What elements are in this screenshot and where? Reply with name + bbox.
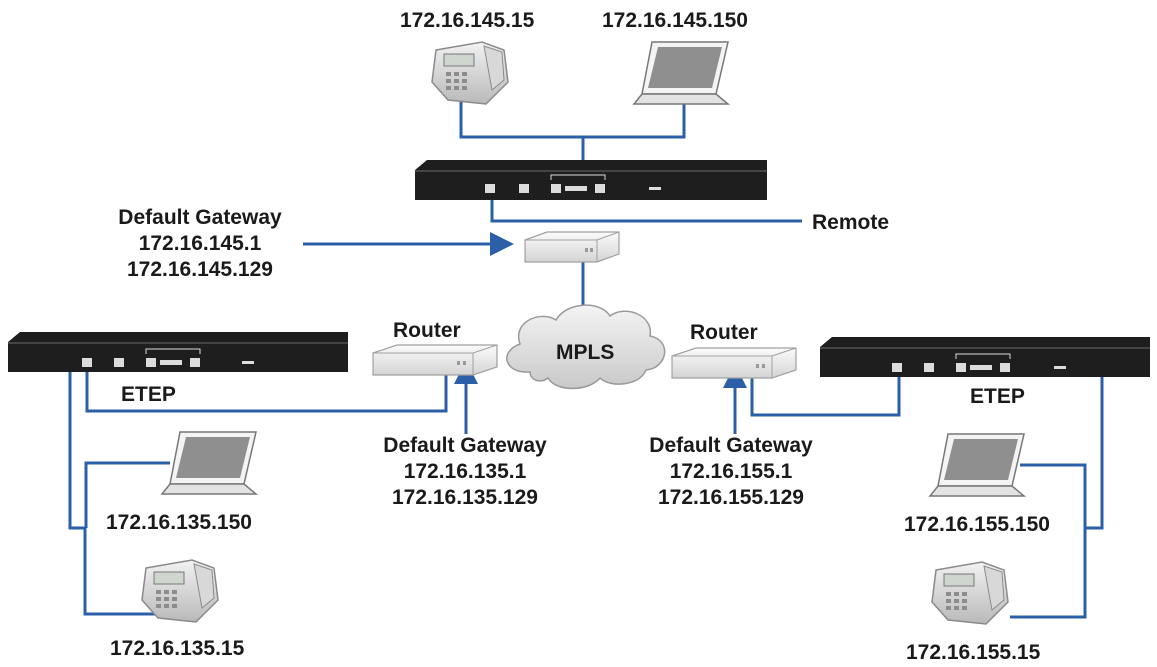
right-gateway-ip1: 172.16.155.1 <box>669 460 793 483</box>
remote-gateway-ip1: 172.16.145.1 <box>138 232 262 255</box>
left-router-label: Router <box>393 319 461 342</box>
router-icon-right <box>671 347 797 379</box>
left-etep-router-link <box>85 366 448 413</box>
remote-gateway-title: Default Gateway <box>118 206 282 229</box>
right-router-label: Router <box>690 321 758 344</box>
phone-icon-remote <box>431 41 509 105</box>
remote-router-link <box>490 194 802 223</box>
phone-icon-left <box>141 559 219 623</box>
right-gateway-ip2: 172.16.155.129 <box>658 486 804 509</box>
router-icon-left <box>372 344 498 376</box>
right-etep-appliance <box>820 337 1150 377</box>
left-etep-appliance <box>8 332 348 372</box>
laptop-icon-remote <box>632 41 731 105</box>
remote-phone-ip-label: 172.16.145.15 <box>400 9 535 32</box>
mpls-cloud-icon <box>506 304 666 390</box>
left-gateway-ip2: 172.16.135.129 <box>392 486 538 509</box>
left-etep-label: ETEP <box>121 383 176 406</box>
remote-laptop-ip-label: 172.16.145.150 <box>602 9 748 32</box>
mpls-label: MPLS <box>556 341 615 364</box>
remote-appliance <box>415 160 767 200</box>
connection-lines <box>68 100 1104 619</box>
gateway-arrows <box>303 232 747 434</box>
right-lan-link <box>1010 366 1104 619</box>
remote-gateway-ip2: 172.16.145.129 <box>127 258 273 281</box>
right-phone-ip-label: 172.16.155.15 <box>906 641 1041 664</box>
router-icon-remote <box>524 231 620 263</box>
right-etep-router-link <box>750 366 901 417</box>
left-laptop-ip-label: 172.16.135.150 <box>106 511 252 534</box>
left-gateway-ip1: 172.16.135.1 <box>403 460 527 483</box>
left-lan-link <box>68 366 170 616</box>
phone-icon-right <box>931 561 1009 625</box>
left-gateway-title: Default Gateway <box>383 434 547 457</box>
laptop-icon-right <box>928 433 1027 497</box>
right-gateway-title: Default Gateway <box>649 434 813 457</box>
right-etep-label: ETEP <box>970 385 1025 408</box>
left-phone-ip-label: 172.16.135.15 <box>110 637 245 660</box>
right-laptop-ip-label: 172.16.155.150 <box>904 513 1050 536</box>
laptop-icon-left <box>160 431 259 495</box>
remote-device-label: Remote <box>812 211 890 234</box>
